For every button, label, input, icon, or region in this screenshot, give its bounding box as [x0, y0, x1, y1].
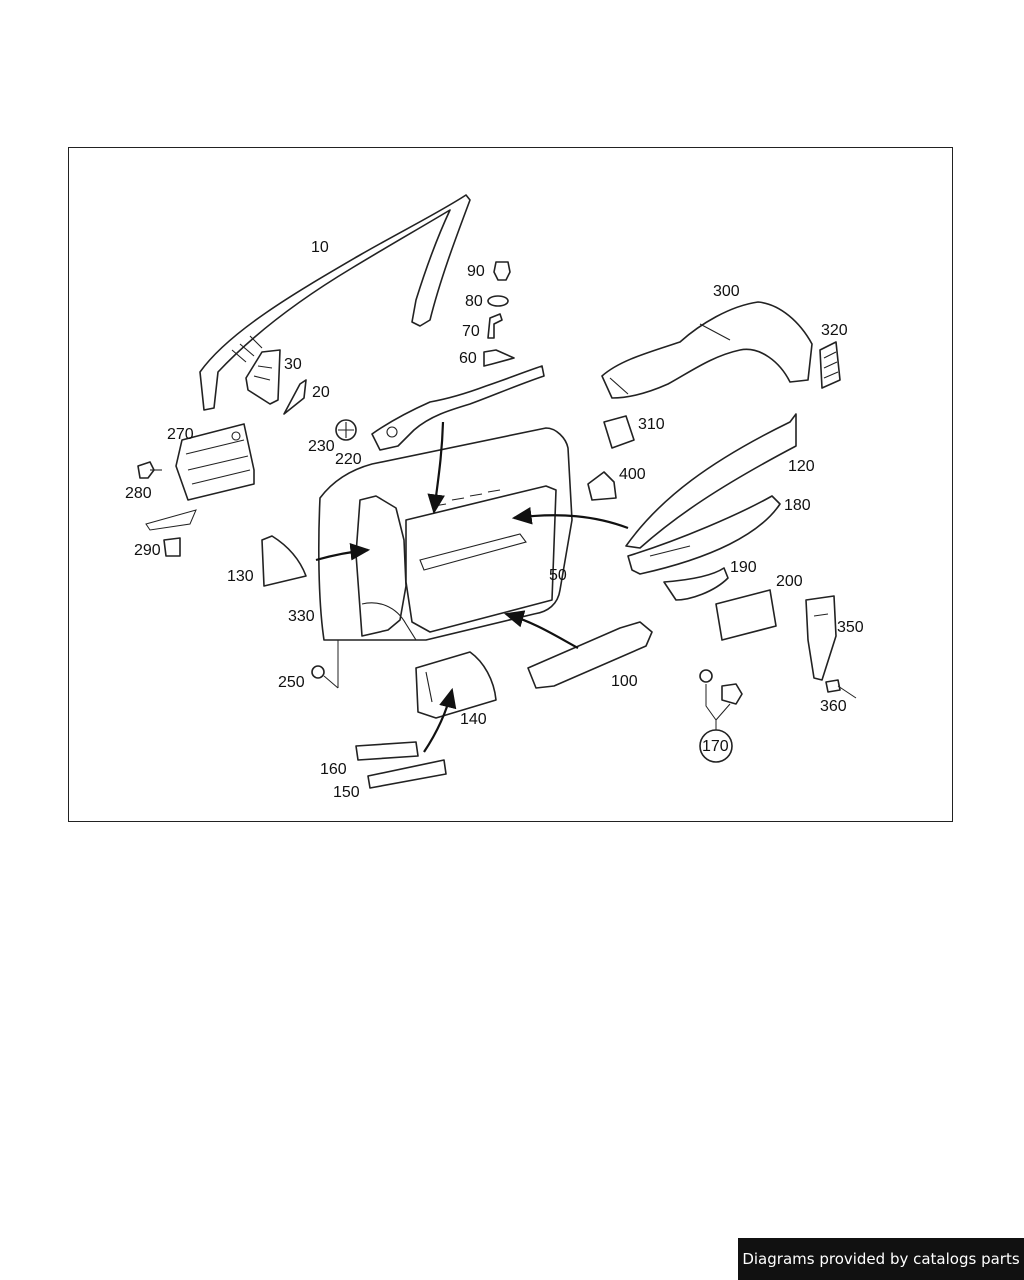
leader-lines: [145, 509, 339, 688]
callout-180: 180: [784, 497, 811, 514]
callout-30: 30: [284, 356, 302, 373]
part-320-vent-grille[interactable]: [819, 341, 841, 389]
part-100-armrest[interactable]: [527, 621, 653, 689]
part-130-corner-cover[interactable]: [261, 535, 307, 587]
part-230-speaker-grille[interactable]: [335, 419, 357, 441]
callout-100: 100: [611, 673, 638, 690]
callout-250: 250: [278, 674, 305, 691]
callout-120: 120: [788, 458, 815, 475]
part-350-bracket[interactable]: [805, 595, 837, 681]
part-30-mirror-bracket[interactable]: [245, 349, 281, 405]
part-290-clip[interactable]: [163, 537, 181, 557]
callout-170: 170: [702, 738, 729, 755]
callout-140: 140: [460, 711, 487, 728]
callout-80: 80: [465, 293, 483, 310]
part-280-screw[interactable]: [137, 461, 162, 479]
assembly-arrows: [315, 421, 629, 753]
credit-text: Diagrams provided by catalogs parts: [742, 1250, 1020, 1268]
callout-150: 150: [333, 784, 360, 801]
callout-350: 350: [837, 619, 864, 636]
part-140-speaker-cover[interactable]: [415, 651, 497, 719]
callout-220: 220: [335, 451, 362, 468]
part-360-screw[interactable]: [825, 679, 857, 699]
part-90-clip[interactable]: [493, 261, 511, 281]
callout-50: 50: [549, 567, 567, 584]
credit-banner: Diagrams provided by catalogs parts: [738, 1238, 1024, 1280]
part-250-fastener[interactable]: [311, 665, 339, 689]
part-200-storage-pocket[interactable]: [715, 589, 777, 641]
callout-200: 200: [776, 573, 803, 590]
part-150-emblem[interactable]: [367, 759, 447, 789]
callout-labels: 10 30 20 90 80 70 60 230 220 270 280 290…: [125, 239, 864, 801]
callout-130: 130: [227, 568, 254, 585]
callout-300: 300: [713, 283, 740, 300]
part-120-long-trim[interactable]: [625, 413, 797, 549]
callout-20: 20: [312, 384, 330, 401]
callout-230: 230: [308, 438, 335, 455]
part-20-triangle-cover[interactable]: [283, 379, 307, 415]
part-70-pin[interactable]: [487, 313, 503, 339]
callout-290: 290: [134, 542, 161, 559]
part-190-trim-piece[interactable]: [663, 567, 729, 601]
part-300-air-duct[interactable]: [601, 301, 813, 399]
part-60-handle-part[interactable]: [483, 349, 515, 367]
callout-400: 400: [619, 466, 646, 483]
callout-70: 70: [462, 323, 480, 340]
callout-270: 270: [167, 426, 194, 443]
callout-310: 310: [638, 416, 665, 433]
callout-320: 320: [821, 322, 848, 339]
part-270-switch-module[interactable]: [175, 423, 255, 501]
callout-160: 160: [320, 761, 347, 778]
callout-90: 90: [467, 263, 485, 280]
callout-280: 280: [125, 485, 152, 502]
callout-10: 10: [311, 239, 329, 256]
callout-330: 330: [288, 608, 315, 625]
callout-60: 60: [459, 350, 477, 367]
callout-360: 360: [820, 698, 847, 715]
part-220-upper-trim[interactable]: [371, 365, 545, 451]
part-310-vent[interactable]: [603, 415, 635, 449]
callout-190: 190: [730, 559, 757, 576]
part-400-bracket[interactable]: [587, 471, 617, 501]
part-80-washer[interactable]: [487, 295, 509, 307]
part-170-washer-and-bolt[interactable]: [699, 669, 743, 763]
part-160-emblem-holder[interactable]: [355, 741, 419, 761]
part-10-window-frame[interactable]: [199, 194, 471, 411]
part-180-handle-trim[interactable]: [627, 495, 781, 575]
